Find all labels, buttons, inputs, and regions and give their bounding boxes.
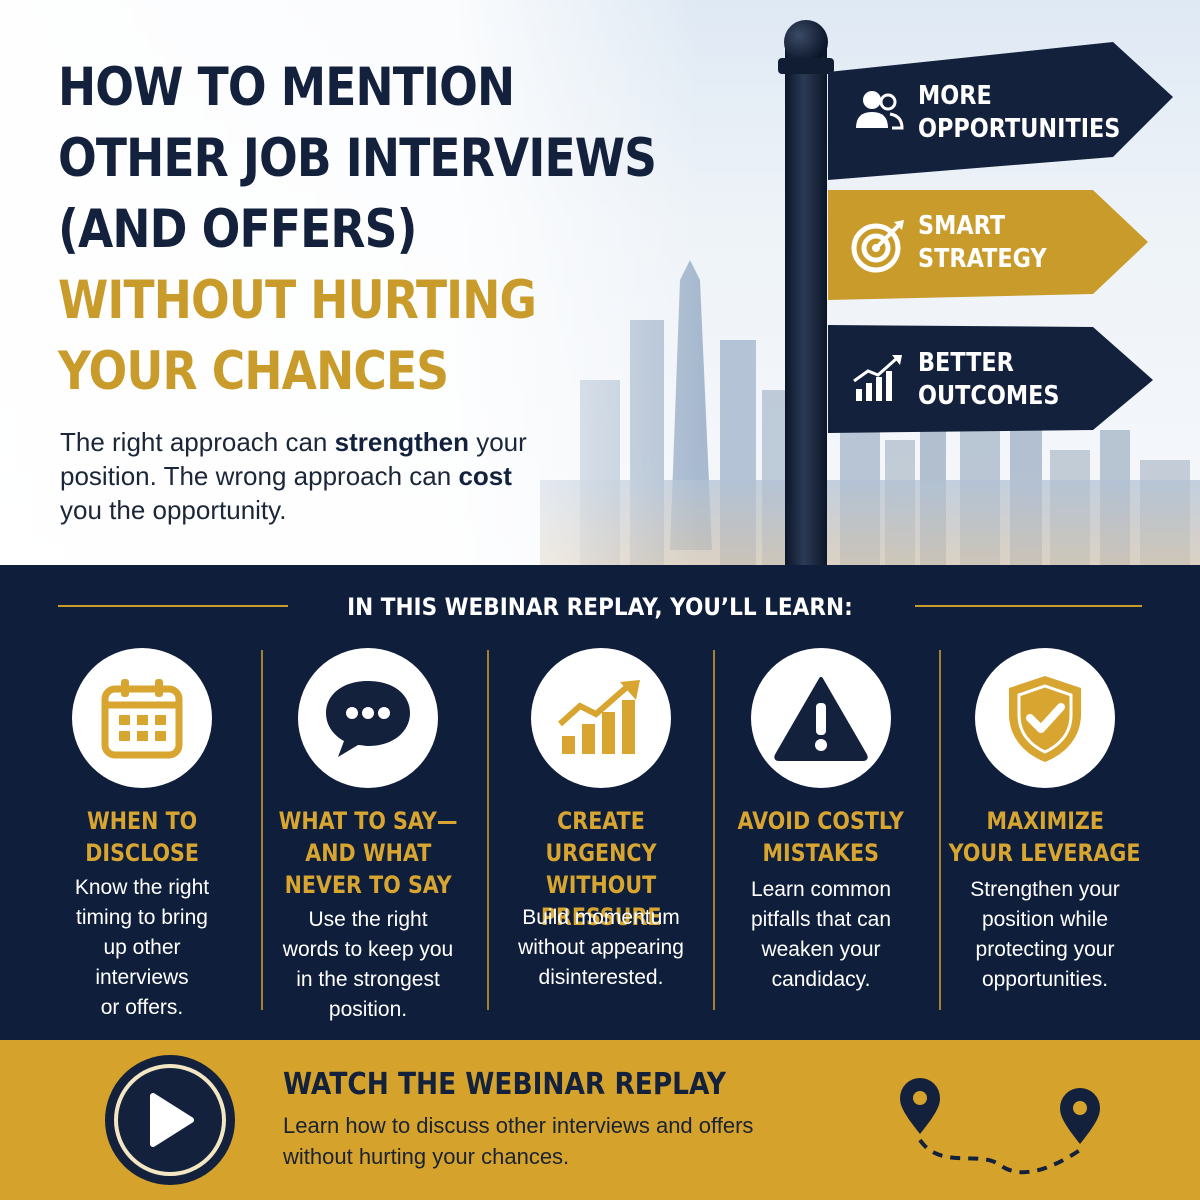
signpost-cap (784, 20, 828, 64)
play-button-ring (114, 1064, 226, 1176)
heading-rule-left (58, 605, 288, 607)
warning-icon (774, 677, 868, 761)
icon-circle (72, 648, 212, 788)
title-line-highlight: WITHOUT HURTING (58, 270, 537, 331)
icon-circle (298, 648, 438, 788)
target-icon (851, 220, 904, 273)
bar-chart-icon (557, 680, 640, 754)
signpost-pole (785, 40, 827, 565)
title-line: OTHER JOB INTERVIEWS (58, 128, 657, 189)
sign-arrow-shape (828, 190, 1148, 300)
calendar-icon (101, 679, 183, 759)
heading-rule-right (915, 605, 1142, 607)
title-line: HOW TO MENTION (58, 57, 515, 118)
column-divider (713, 650, 715, 1010)
growth-chart-icon (853, 355, 902, 401)
page-title: HOW TO MENTION OTHER JOB INTERVIEWS (AND… (58, 52, 758, 407)
column-divider (261, 650, 263, 1010)
icon-circle (975, 648, 1115, 788)
hero-section: HOW TO MENTION OTHER JOB INTERVIEWS (AND… (0, 0, 1200, 565)
sign-arrow-shape (828, 325, 1153, 433)
cta-title[interactable]: WATCH THE WEBINAR REPLAY (283, 1067, 727, 1102)
hero-fade-overlay (0, 0, 700, 565)
cta-description: Learn how to discuss other interviews an… (283, 1113, 754, 1169)
play-button[interactable] (105, 1055, 235, 1185)
shield-check-icon (1009, 676, 1081, 762)
title-line: (AND OFFERS) (58, 199, 417, 260)
icon-circle (531, 648, 671, 788)
icon-circle (751, 648, 891, 788)
speech-bubble-icon (326, 681, 410, 757)
learn-section: IN THIS WEBINAR REPLAY, YOU’LL LEARN: WH… (0, 565, 1200, 1040)
play-icon (150, 1093, 194, 1147)
column-divider (939, 650, 941, 1010)
sign-arrow-shape (828, 42, 1173, 180)
signpost-ring (778, 58, 834, 74)
title-line-highlight: YOUR CHANCES (58, 341, 449, 402)
route-pins-icon (900, 1078, 1100, 1175)
cta-banner[interactable]: WATCH THE WEBINAR REPLAY Learn how to di… (0, 1040, 1200, 1200)
hero-subtitle: The right approach can strengthen your p… (60, 427, 527, 525)
people-icon (856, 91, 904, 130)
learn-heading: IN THIS WEBINAR REPLAY, YOU’LL LEARN: (347, 593, 853, 621)
column-divider (487, 650, 489, 1010)
